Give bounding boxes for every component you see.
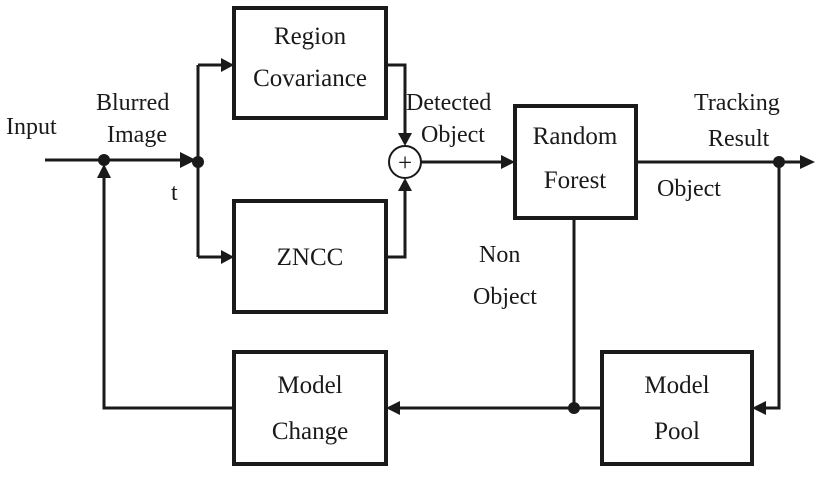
detected-object-label-line1: Detected	[406, 90, 491, 116]
wire-zncc-to-sum	[386, 191, 407, 259]
region-covariance-label-line1: Region	[274, 23, 347, 50]
model-pool-label-line2: Pool	[654, 418, 700, 445]
arrowhead-region-covariance	[221, 58, 234, 72]
model-change-box	[232, 350, 388, 466]
wire-feedback	[102, 178, 234, 410]
junction-dot-non-object	[568, 402, 580, 414]
arrowhead-model-pool	[752, 401, 766, 415]
wire-output-to-model-pool	[766, 162, 781, 410]
model-change-label-line1: Model	[277, 372, 342, 399]
zncc-box	[232, 199, 388, 314]
random-forest-label-line2: Forest	[544, 167, 607, 194]
region-covariance-box	[232, 6, 388, 120]
summing-junction-symbol: +	[398, 150, 412, 177]
junction-dot-input	[98, 154, 110, 166]
model-pool-box	[600, 350, 754, 466]
non-object-label-line2: Object	[473, 284, 537, 310]
model-change-label-line2: Change	[272, 418, 348, 445]
arrowhead-sum-bottom	[398, 178, 412, 191]
wire-region-covariance-to-sum	[386, 63, 407, 133]
arrowhead-random-forest	[501, 155, 515, 169]
t-label: t	[171, 180, 178, 206]
junction-dot-output	[773, 156, 785, 168]
tracking-result-label-line1: Tracking	[694, 90, 780, 116]
arrowhead-zncc	[221, 250, 234, 264]
tracking-result-label-line2: Result	[708, 126, 770, 152]
blurred-image-label-line1: Blurred	[96, 90, 169, 116]
arrowhead-into-split	[180, 152, 196, 168]
arrowhead-sum-top	[398, 133, 412, 146]
random-forest-box	[513, 104, 638, 220]
object-label: Object	[657, 176, 721, 202]
junction-dot-split	[192, 156, 204, 168]
summing-junction	[388, 145, 422, 179]
region-covariance-label-line2: Covariance	[253, 65, 367, 92]
detected-object-label-line2: Object	[421, 122, 485, 148]
arrowhead-model-change	[386, 401, 400, 415]
input-label: Input	[6, 114, 57, 140]
arrowhead-output	[800, 155, 815, 169]
model-pool-label-line1: Model	[644, 372, 709, 399]
non-object-label-line1: Non	[479, 242, 520, 268]
zncc-label: ZNCC	[277, 244, 344, 271]
random-forest-label-line1: Random	[533, 123, 618, 150]
arrowhead-feedback	[97, 164, 111, 178]
blurred-image-label-line2: Image	[107, 122, 167, 148]
